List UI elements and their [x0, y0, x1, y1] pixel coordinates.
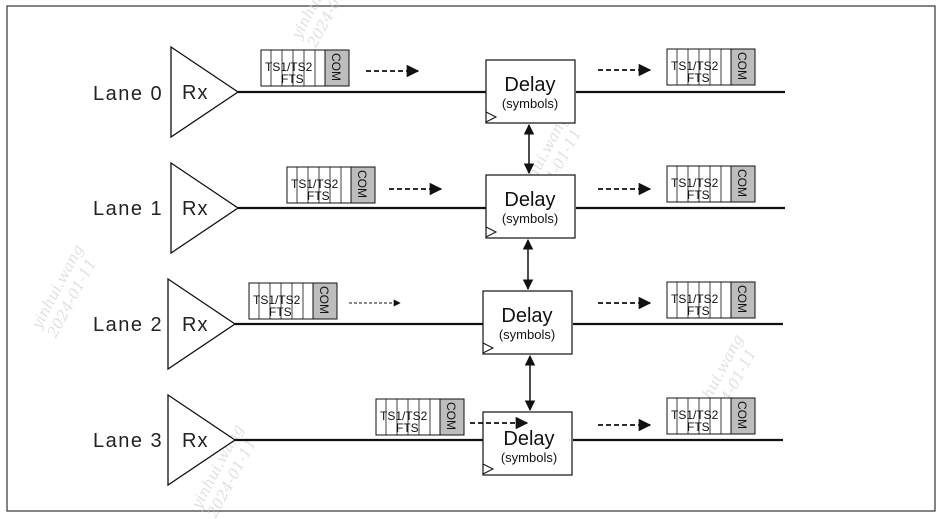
packet-ts-label: TS1/TS2 — [291, 177, 339, 191]
packet-fts-label: FTS — [269, 305, 292, 319]
rx-label: Rx — [182, 314, 208, 336]
packet-fts-label: FTS — [687, 188, 710, 202]
packet-fts-label: FTS — [396, 421, 419, 435]
rx-label: Rx — [182, 82, 208, 104]
packet-fts-label: FTS — [281, 72, 304, 86]
packet-ts-label: TS1/TS2 — [671, 408, 719, 422]
delay-label: Delay — [503, 428, 554, 450]
packet-com-label: COM — [735, 401, 749, 429]
lane-0: Lane 0 Rx TS1/TS2 FTS COM Delay (symbols… — [93, 45, 785, 139]
lane-label: Lane 1 — [93, 198, 163, 220]
packet-com-label: COM — [444, 402, 458, 430]
packet-in: TS1/TS2 FTS COM — [248, 282, 338, 320]
delay-sub-label: (symbols) — [502, 96, 558, 111]
packet-in: TS1/TS2 FTS COM — [260, 49, 350, 87]
packet-ts-label: TS1/TS2 — [671, 292, 719, 306]
packet-out: TS1/TS2 FTS COM — [666, 281, 756, 319]
lane-1: Lane 1 Rx TS1/TS2 FTS COM Delay (symbols… — [93, 161, 785, 255]
packet-ts-label: TS1/TS2 — [253, 293, 301, 307]
packet-com-label: COM — [329, 53, 343, 81]
lane-label: Lane 0 — [93, 83, 163, 105]
delay-label: Delay — [504, 74, 555, 96]
packet-ts-label: TS1/TS2 — [265, 60, 313, 74]
outer-frame — [6, 5, 936, 512]
packet-ts-label: TS1/TS2 — [671, 59, 719, 73]
lane-3: Lane 3 Rx TS1/TS2 FTS COM Delay (symbols… — [93, 393, 783, 487]
packet-com-label: COM — [355, 170, 369, 198]
rx-label: Rx — [182, 430, 208, 452]
packet-fts-label: FTS — [687, 304, 710, 318]
rx-label: Rx — [182, 198, 208, 220]
rx-buffer-triangle — [167, 393, 237, 487]
packet-com-label: COM — [317, 286, 331, 314]
lane-label: Lane 2 — [93, 314, 163, 336]
packet-out: TS1/TS2 FTS COM — [666, 165, 756, 203]
delay-block: Delay (symbols) — [485, 59, 576, 124]
rx-buffer-triangle — [167, 277, 237, 371]
delay-block: Delay (symbols) — [485, 174, 576, 239]
delay-sub-label: (symbols) — [502, 211, 558, 226]
delay-label: Delay — [504, 189, 555, 211]
packet-fts-label: FTS — [307, 189, 330, 203]
packet-out: TS1/TS2 FTS COM — [666, 48, 756, 86]
packet-in: TS1/TS2 FTS COM — [286, 166, 376, 204]
packet-com-label: COM — [735, 52, 749, 80]
packet-com-label: COM — [735, 169, 749, 197]
delay-sub-label: (symbols) — [501, 450, 557, 465]
packet-com-label: COM — [735, 285, 749, 313]
packet-out: TS1/TS2 FTS COM — [666, 397, 756, 435]
delay-block: Delay (symbols) — [482, 411, 573, 476]
delay-block: Delay (symbols) — [482, 290, 573, 355]
rx-buffer-triangle — [170, 161, 240, 255]
delay-sub-label: (symbols) — [499, 327, 555, 342]
rx-buffer-triangle — [170, 45, 240, 139]
packet-in: TS1/TS2 FTS COM — [375, 398, 465, 436]
lane-2: Lane 2 Rx TS1/TS2 FTS COM Delay (symbols… — [93, 277, 783, 371]
packet-fts-label: FTS — [687, 71, 710, 85]
packet-ts-label: TS1/TS2 — [671, 176, 719, 190]
delay-label: Delay — [501, 305, 552, 327]
packet-ts-label: TS1/TS2 — [380, 409, 428, 423]
lane-label: Lane 3 — [93, 430, 163, 452]
packet-fts-label: FTS — [687, 420, 710, 434]
